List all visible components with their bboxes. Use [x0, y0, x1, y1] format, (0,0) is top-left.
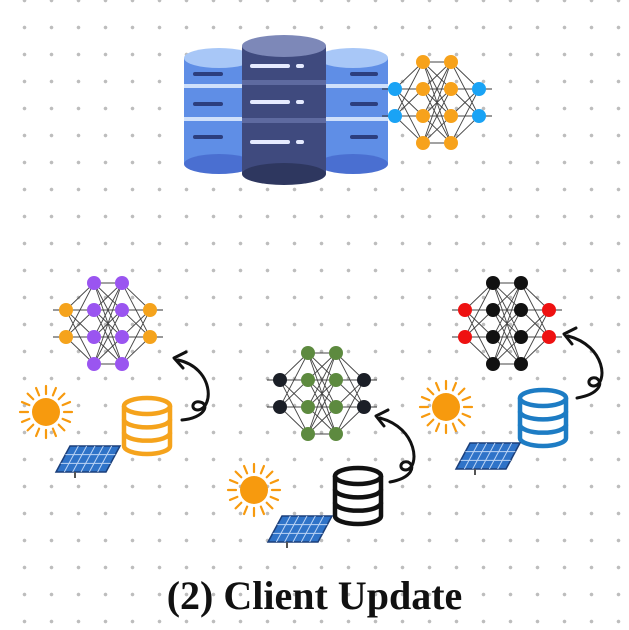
client-3-curved-arrow-icon: [562, 326, 604, 400]
nn-node: [59, 303, 73, 317]
client-2-database-icon: [332, 465, 384, 527]
nn-node: [87, 303, 101, 317]
nn-node: [542, 303, 556, 317]
client-3-neural-network-icon: [452, 276, 562, 371]
client-1-neural-network-icon: [53, 276, 163, 371]
nn-node: [301, 427, 315, 441]
nn-node: [542, 330, 556, 344]
nn-node: [416, 55, 430, 69]
nn-node: [115, 330, 129, 344]
nn-node: [416, 136, 430, 150]
nn-node: [357, 400, 371, 414]
nn-node: [87, 276, 101, 290]
nn-node: [444, 55, 458, 69]
nn-node: [514, 276, 528, 290]
nn-node: [388, 82, 402, 96]
client-1-sun-icon: [18, 384, 74, 440]
nn-node: [273, 373, 287, 387]
nn-node: [329, 427, 343, 441]
server-right-cylinder: [318, 48, 388, 174]
nn-node: [143, 303, 157, 317]
nn-node: [115, 276, 129, 290]
client-1-solar-panel-icon: [54, 445, 122, 478]
nn-node: [301, 373, 315, 387]
nn-node: [486, 330, 500, 344]
nn-node: [388, 109, 402, 123]
nn-node: [514, 357, 528, 371]
nn-node: [301, 400, 315, 414]
nn-node: [514, 303, 528, 317]
nn-node: [472, 109, 486, 123]
nn-node: [416, 109, 430, 123]
nn-node: [486, 303, 500, 317]
nn-node: [273, 400, 287, 414]
nn-node: [444, 136, 458, 150]
nn-node: [444, 109, 458, 123]
nn-node: [301, 346, 315, 360]
client-1-curved-arrow-icon: [172, 350, 210, 422]
client-3-solar-panel-icon: [454, 442, 522, 475]
client-2-solar-panel-icon: [266, 515, 334, 548]
nn-node: [87, 330, 101, 344]
nn-node: [59, 330, 73, 344]
nn-node: [416, 82, 430, 96]
client-2-curved-arrow-icon: [374, 408, 416, 484]
nn-node: [458, 330, 472, 344]
nn-node: [143, 330, 157, 344]
nn-node: [472, 82, 486, 96]
client-3-database-icon: [517, 387, 569, 449]
nn-node: [486, 357, 500, 371]
client-2-sun-icon: [226, 462, 282, 518]
server-stack-icon: [184, 35, 388, 185]
client-1-database-icon: [121, 395, 173, 457]
nn-node: [329, 400, 343, 414]
nn-node: [329, 373, 343, 387]
nn-node: [514, 330, 528, 344]
nn-node: [87, 357, 101, 371]
diagram-caption: (2) Client Update: [166, 573, 463, 618]
client-3-sun-icon: [418, 379, 474, 435]
server-center-cylinder: [242, 35, 326, 185]
nn-node: [357, 373, 371, 387]
nn-node: [329, 346, 343, 360]
nn-node: [458, 303, 472, 317]
nn-node: [486, 276, 500, 290]
nn-node: [444, 82, 458, 96]
client-2-neural-network-icon: [267, 346, 377, 441]
nn-node: [115, 357, 129, 371]
server-neural-network-icon: [382, 55, 492, 150]
nn-node: [115, 303, 129, 317]
